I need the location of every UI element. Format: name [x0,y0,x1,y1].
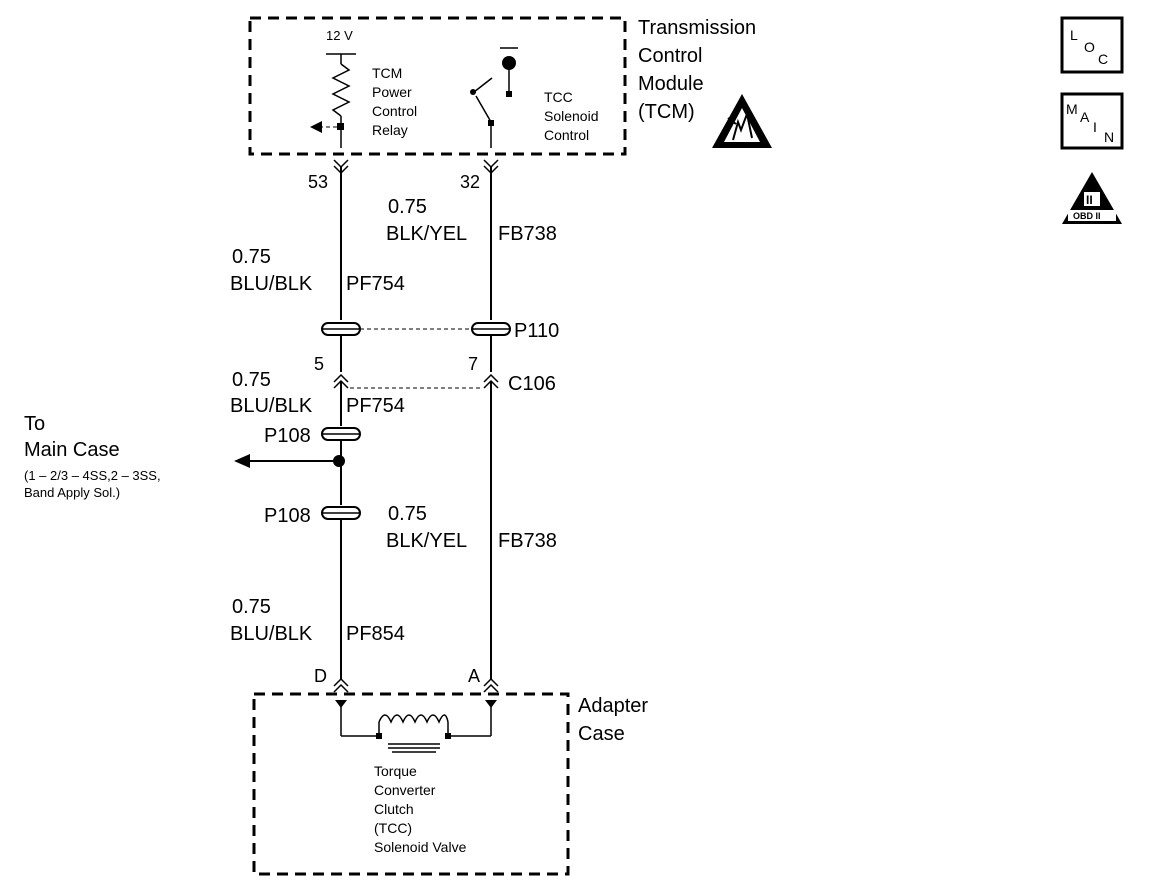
pin-a-terminal [483,677,499,693]
tcc-label-line-5: Solenoid Valve [374,839,467,855]
pin-5-terminal [333,373,349,389]
adapter-title-line-1: Adapter [578,695,648,717]
main-case-detail-2: Band Apply Sol.) [24,485,120,500]
tcc-ctrl-label-line-1: TCC [544,89,573,105]
loc-icon[interactable]: L O C [1060,16,1124,74]
wire-4-circuit: FB738 [498,530,557,552]
tcc-label-line-3: Clutch [374,801,414,817]
p108-upper-label: P108 [264,425,311,447]
tcc-switch-symbol [475,95,492,123]
p110-connector-left [321,322,361,336]
pin-7-terminal [483,373,499,389]
tcc-ctrl-label-line-2: Solenoid [544,108,599,124]
relay-label-line-1: TCM [372,65,402,81]
wire-1-circuit: PF754 [346,273,405,295]
relay-arrow-icon [310,121,322,133]
adapter-title-line-2: Case [578,723,625,745]
tcm-title-line-4: (TCM) [638,101,695,123]
svg-text:N: N [1104,129,1114,145]
tcm-title-line-3: Module [638,73,704,95]
main-icon[interactable]: M A I N [1060,92,1124,150]
p108-lower-connector [321,506,361,520]
p110-label: P110 [514,320,559,342]
tcc-solenoid-coil-symbol [376,714,451,753]
p108-lower-label: P108 [264,505,311,527]
voltage-12v-label: 12 V [326,28,353,43]
pin-a-label: A [468,666,480,686]
wire-5-circuit: PF854 [346,623,405,645]
wire-1-gauge: 0.75 [232,246,271,268]
obd-ii-icon[interactable]: II OBD II [1062,172,1122,224]
svg-text:O: O [1084,39,1095,55]
wire-5-gauge: 0.75 [232,596,271,618]
wire-4-gauge: 0.75 [388,503,427,525]
svg-text:II: II [1086,193,1093,207]
pin-d-label: D [314,666,327,686]
wire-4-color: BLK/YEL [386,530,467,552]
pin-53-label: 53 [308,172,328,192]
adapter-case-box [252,692,570,876]
svg-text:M: M [1066,101,1078,117]
tcc-ctrl-label-line-3: Control [544,127,589,143]
tcm-title-line-1: Transmission [638,17,756,39]
wire-3-gauge: 0.75 [232,369,271,391]
pin-d-terminal [333,677,349,693]
tcc-label-line-2: Converter [374,782,436,798]
tcm-title-line-2: Control [638,45,702,67]
tcc-label-line-4: (TCC) [374,820,412,836]
svg-text:A: A [1080,109,1090,125]
relay-coil-symbol [331,63,351,117]
wire-3-circuit: PF754 [346,395,405,417]
pin-5-label: 5 [314,354,324,374]
svg-text:I: I [1093,119,1097,135]
svg-text:C: C [1098,51,1108,67]
wire-2-gauge: 0.75 [388,196,427,218]
tcm-module-box [248,16,627,156]
relay-label-line-2: Power [372,84,412,100]
relay-label-line-3: Control [372,103,417,119]
svg-text:OBD II: OBD II [1073,211,1101,221]
wire-2-circuit: FB738 [498,223,557,245]
p108-upper-connector [321,427,361,441]
wire-1-color: BLU/BLK [230,273,313,295]
pin-7-label: 7 [468,354,478,374]
esd-warning-icon [712,94,772,148]
wire-3-color: BLU/BLK [230,395,313,417]
pin-32-label: 32 [460,172,480,192]
p110-connector-right [471,322,511,336]
wire-2-color: BLK/YEL [386,223,467,245]
relay-label-line-4: Relay [372,122,408,138]
svg-text:L: L [1070,27,1078,43]
to-label: To [24,413,45,435]
main-case-detail-1: (1 – 2/3 – 4SS,2 – 3SS, [24,468,161,483]
wire-5-color: BLU/BLK [230,623,313,645]
main-case-label: Main Case [24,439,120,461]
c106-label: C106 [508,373,556,395]
main-case-arrow-icon [234,454,250,468]
tcc-label-line-1: Torque [374,763,417,779]
